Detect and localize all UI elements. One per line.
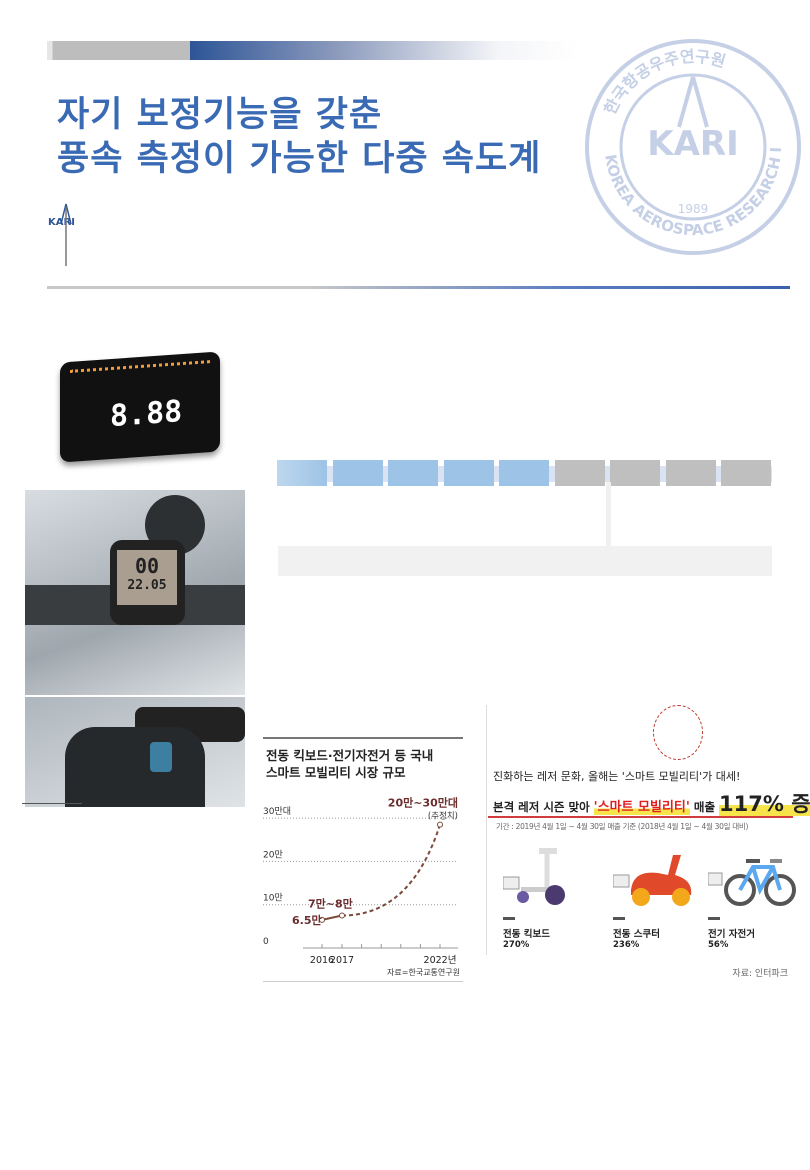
svg-text:1989: 1989 [678, 202, 709, 216]
y-tick-label: 0 [263, 937, 269, 947]
info-source: 자료: 인터파크 [732, 969, 788, 979]
chart-annotation: (추정치) [428, 811, 458, 822]
data-point [319, 916, 325, 923]
photo-underline [22, 803, 82, 804]
timeline-box [278, 546, 772, 576]
bicycle-icon [707, 845, 798, 907]
kari-seal-logo: KOREA AEROSPACE RESEARCH INSTITUTE 한국항공우… [583, 37, 801, 255]
item-kickboard: 전동 킥보드 270% [502, 845, 593, 950]
info-headline-1: 진화하는 레저 문화, 올해는 '스마트 모빌리티'가 대세! [493, 770, 741, 783]
page-title: 자기 보정기능을 갖춘 풍속 측정이 가능한 다중 속도계 [57, 93, 541, 181]
title-line-1: 자기 보정기능을 갖춘 [57, 95, 383, 135]
x-tick-label: 2017 [330, 955, 354, 966]
data-label: 20만~30만대 [388, 796, 458, 810]
y-tick-label: 10만 [263, 893, 283, 904]
hud-speedometer-photo: 8.88 [30, 322, 240, 482]
svg-text:KARI: KARI [647, 124, 739, 164]
timeline-segment [332, 460, 383, 486]
timeline-segment [610, 460, 660, 486]
timeline-segment [499, 460, 549, 486]
item-scooter: 전동 스쿠터 236% [612, 845, 703, 950]
scooter-icon [612, 845, 703, 907]
timeline-segment [721, 460, 771, 486]
kari-logo: KARI [48, 203, 75, 266]
kickboard-icon [502, 845, 593, 907]
y-tick-label: 30만대 [263, 806, 291, 817]
info-headline-2: 본격 레저 시즌 맞아 '스마트 모빌리티' 매출 117% 증가 [493, 788, 810, 818]
data-point [437, 821, 443, 828]
hud-digits: 8.88 [110, 394, 183, 435]
timeline-segment [277, 460, 327, 486]
smart-mobility-infographic: 진화하는 레저 문화, 올해는 '스마트 모빌리티'가 대세! 본격 레저 시즌… [486, 700, 810, 985]
title-line-2: 풍속 측정이 가능한 다중 속도계 [57, 139, 542, 179]
x-tick-label: 2016 [310, 955, 334, 966]
series-line-solid [321, 914, 343, 921]
chart-source: 자료=한국교통연구원 [387, 968, 460, 977]
y-tick-label: 20만 [263, 849, 283, 860]
header-divider [47, 286, 790, 289]
chart-title: 전동 킥보드·전기자전거 등 국내 스마트 모빌리티 시장 규모 [266, 748, 434, 780]
data-point [339, 912, 345, 919]
series-line-dashed [341, 824, 441, 917]
x-tick-label: 2022년 [424, 955, 457, 966]
info-period: 기간 : 2019년 4월 1일 ~ 4월 30일 매출 기준 (2018년 4… [496, 822, 749, 831]
data-label: 7만~8만 [308, 897, 353, 911]
timeline-segment [665, 460, 716, 486]
market-size-chart: 전동 킥보드·전기자전거 등 국내 스마트 모빌리티 시장 규모 0 10만 20만… [263, 737, 463, 982]
people-icon [653, 705, 703, 760]
timeline-segment [388, 460, 438, 486]
data-label: 6.5만 [292, 913, 322, 927]
item-bicycle: 전기 자전거 56% [707, 845, 798, 950]
header-gradient-bar [47, 41, 577, 60]
bike-shifter-photo [25, 697, 245, 807]
timeline-segment [443, 460, 494, 486]
timeline-divider [606, 482, 611, 547]
timeline-segment [554, 460, 605, 486]
